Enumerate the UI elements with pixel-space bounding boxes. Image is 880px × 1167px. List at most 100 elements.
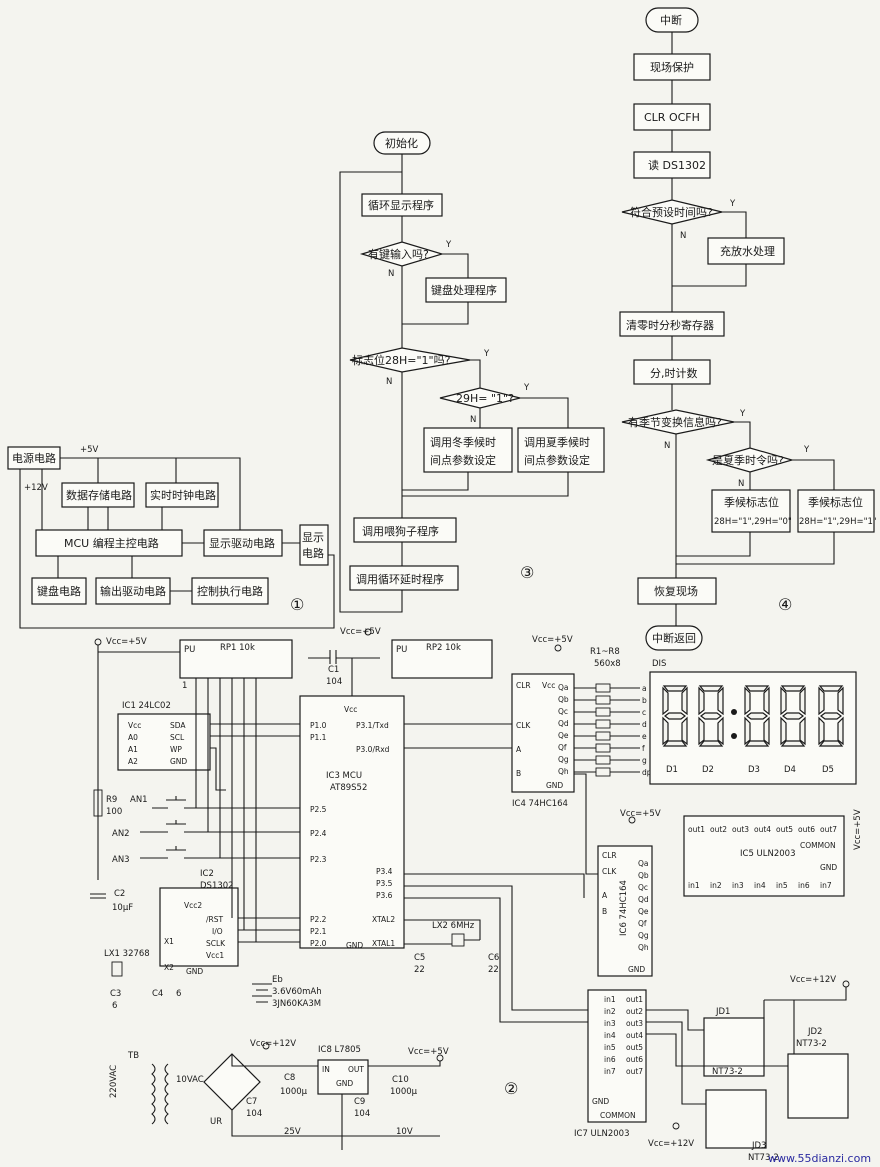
- ic7-out-pin: out4: [626, 1031, 643, 1040]
- svg-text:Qe: Qe: [558, 731, 569, 740]
- svg-text:Qh: Qh: [558, 767, 569, 776]
- digit: D5: [818, 685, 844, 775]
- int-save: [633, 53, 711, 81]
- data-storage-label: 数据存储电路: [66, 488, 132, 502]
- svg-text:Eb: Eb: [272, 975, 283, 985]
- digit-label: D3: [748, 765, 760, 775]
- svg-text:LX1 32768: LX1 32768: [104, 949, 150, 959]
- digit-label: D4: [784, 765, 796, 775]
- svg-text:P3.1/Txd: P3.1/Txd: [356, 721, 389, 730]
- svg-text:IC3 MCU: IC3 MCU: [326, 771, 362, 781]
- svg-text:10V: 10V: [396, 1127, 413, 1137]
- svg-text:季候标志位: 季候标志位: [808, 495, 863, 509]
- buttons: [140, 796, 306, 859]
- segment-label: dp: [642, 768, 652, 777]
- svg-text:C10: C10: [392, 1075, 409, 1085]
- relay-jd3: [705, 1089, 767, 1149]
- svg-text:IN: IN: [322, 1065, 330, 1074]
- svg-text:Vcc=+5V: Vcc=+5V: [620, 809, 661, 819]
- svg-text:B: B: [602, 907, 607, 916]
- ic6-out-pin: Qh: [638, 943, 649, 952]
- svg-text:A0: A0: [128, 733, 138, 742]
- svg-text:C3: C3: [110, 989, 121, 999]
- lx2-crystal: [451, 933, 465, 947]
- svg-text:3JN60KA3M: 3JN60KA3M: [272, 999, 321, 1009]
- svg-text:X1: X1: [164, 937, 174, 946]
- display-block: [299, 524, 329, 566]
- svg-text:N: N: [470, 415, 476, 425]
- svg-text:Y: Y: [483, 349, 490, 359]
- digit: D1: [662, 685, 688, 775]
- svg-text:季候标志位: 季候标志位: [724, 495, 779, 509]
- svg-text:6: 6: [176, 989, 181, 999]
- svg-text:C4: C4: [152, 989, 163, 999]
- ic7-out-pin: out2: [626, 1007, 643, 1016]
- svg-text:GND: GND: [592, 1097, 609, 1106]
- segment-label: d: [642, 720, 647, 729]
- svg-text:符合预设时间吗?: 符合预设时间吗?: [630, 205, 713, 219]
- svg-text:COMMON: COMMON: [600, 1111, 636, 1120]
- segment-label: e: [642, 732, 647, 741]
- svg-text:A2: A2: [128, 757, 138, 766]
- segment-label: b: [642, 696, 647, 705]
- svg-text:调用冬季候时: 调用冬季候时: [430, 435, 496, 449]
- int-clear-reg: [619, 311, 725, 337]
- svg-text:Qb: Qb: [558, 695, 569, 704]
- flow-key-q-label: 有键输入吗?: [368, 247, 429, 261]
- digit-label: D2: [702, 765, 714, 775]
- svg-text:IC7 ULN2003: IC7 ULN2003: [574, 1129, 630, 1139]
- rtc-label: 实时时钟电路: [150, 488, 216, 502]
- resistor: [595, 743, 611, 753]
- svg-text:C6: C6: [488, 953, 499, 963]
- svg-text:UR: UR: [210, 1117, 222, 1127]
- ic5-uln2003: [683, 815, 845, 897]
- svg-text:现场保护: 现场保护: [650, 60, 694, 74]
- svg-text:TB: TB: [127, 1051, 139, 1061]
- keyboard-label: 键盘电路: [37, 584, 81, 598]
- ic6-74hc164: [597, 845, 653, 977]
- ic7-out-pin: out1: [626, 995, 643, 1004]
- svg-text:IC6 74HC164: IC6 74HC164: [619, 880, 629, 936]
- svg-text:A1: A1: [128, 745, 138, 754]
- svg-text:Y: Y: [523, 383, 530, 393]
- svg-text:是夏季时令吗?: 是夏季时令吗?: [712, 453, 784, 467]
- svg-text:B: B: [516, 769, 521, 778]
- svg-text:P1.0: P1.0: [310, 721, 327, 730]
- panel-1-number: ①: [290, 595, 304, 614]
- svg-text:JD3: JD3: [751, 1141, 766, 1151]
- svg-text:N: N: [738, 479, 744, 489]
- ic5-in-pin: in2: [710, 881, 722, 890]
- svg-text:N: N: [664, 441, 670, 451]
- svg-text:104: 104: [354, 1109, 370, 1119]
- ic7-in-pin: in7: [604, 1067, 616, 1076]
- segment-label: c: [642, 708, 646, 717]
- svg-text:XTAL1: XTAL1: [372, 939, 395, 948]
- svg-text:P2.2: P2.2: [310, 915, 327, 924]
- svg-text:Y: Y: [803, 445, 810, 455]
- svg-text:CLR OCFH: CLR OCFH: [644, 111, 700, 124]
- resistor-bank: [574, 683, 640, 777]
- svg-text:Qf: Qf: [558, 743, 567, 752]
- svg-text:WP: WP: [170, 745, 182, 754]
- svg-text:Vcc1: Vcc1: [206, 951, 224, 960]
- control-exec-label: 控制执行电路: [197, 584, 263, 598]
- svg-text:调用夏季候时: 调用夏季候时: [524, 435, 590, 449]
- ic5-out-pin: out4: [754, 825, 771, 834]
- block-diagram: 电源电路 +5V +12V 数据存储电路 实时时钟电路 MCU 编程主控电路 显…: [7, 445, 335, 629]
- svg-text:有季节变换信息吗?: 有季节变换信息吗?: [628, 415, 722, 429]
- svg-text:Y: Y: [729, 199, 736, 209]
- svg-text:AN1: AN1: [130, 795, 148, 805]
- svg-text:100: 100: [106, 807, 122, 817]
- ic5-in-pin: in6: [798, 881, 810, 890]
- svg-text:IC2: IC2: [200, 869, 214, 879]
- svg-text:中断: 中断: [660, 13, 682, 27]
- watermark: www.55dianzi.com: [768, 1152, 871, 1165]
- ic5-in-pin: in3: [732, 881, 744, 890]
- svg-text:A: A: [602, 891, 608, 900]
- ic7-in-pin: in3: [604, 1019, 616, 1028]
- segment-label: a: [642, 684, 647, 693]
- svg-text:P3.6: P3.6: [376, 891, 393, 900]
